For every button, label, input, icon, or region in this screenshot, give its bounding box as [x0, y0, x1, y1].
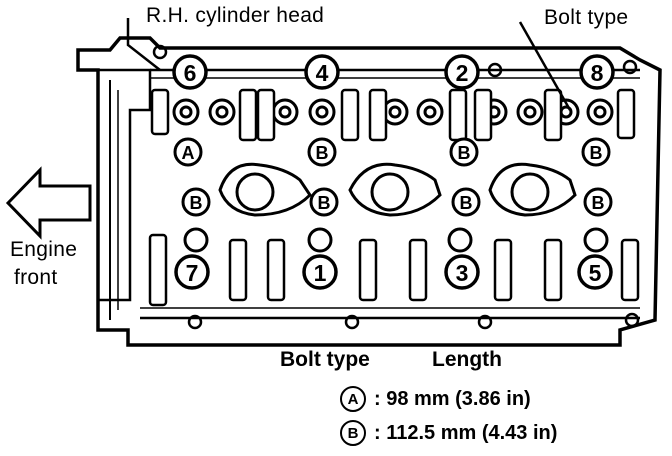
cylinder-head-outline	[76, 36, 662, 347]
lower-valve-row	[183, 227, 609, 253]
upper-valve-row	[172, 98, 614, 126]
legend-row-a-text: : 98 mm (3.86 in)	[374, 387, 531, 410]
upper-rocker-bars	[150, 88, 636, 142]
bolt-type-b-badge: B	[340, 420, 366, 446]
bolt-type-label: B	[318, 193, 331, 213]
bolt-type-label: B	[592, 193, 605, 213]
legend-row-b: B : 112.5 mm (4.43 in)	[340, 420, 557, 446]
bolt-seq-4: 4	[316, 60, 329, 86]
bolt-seq-8: 8	[591, 60, 604, 86]
bolt-type-label: B	[460, 193, 473, 213]
legend-header-length: Length	[432, 348, 502, 371]
bolt-seq-2: 2	[456, 60, 469, 86]
bolt-type-label: B	[590, 143, 603, 163]
bolt-type-label: B	[190, 193, 203, 213]
cam-journal-caps	[218, 162, 577, 217]
bolt-type-circles	[173, 137, 613, 217]
engine-front-label-line2: front	[14, 266, 58, 289]
legend-header-bolt-type: Bolt type	[280, 348, 370, 371]
bolt-type-label: A	[182, 143, 195, 163]
legend-row-b-text: : 112.5 mm (4.43 in)	[374, 421, 558, 444]
bolt-type-a-badge: A	[340, 386, 366, 412]
bolt-seq-1: 1	[314, 260, 327, 286]
bolt-seq-6: 6	[184, 60, 197, 86]
bolt-type-label: B	[458, 143, 471, 163]
bolt-seq-3: 3	[456, 260, 469, 286]
bolt-type-label: B	[316, 143, 329, 163]
engine-front-label-line1: Engine	[10, 238, 78, 261]
bolt-seq-7: 7	[186, 260, 199, 286]
bolt-seq-5: 5	[589, 260, 602, 286]
sequence-circles	[172, 54, 615, 290]
engine-front-arrow	[5, 166, 92, 240]
rh-cylinder-head-leader	[126, 18, 161, 71]
mounting-holes	[152, 44, 640, 330]
legend-row-a: A : 98 mm (3.86 in)	[340, 386, 531, 412]
rh-cylinder-head-label: R.H. cylinder head	[146, 4, 325, 27]
bolt-type-leader	[518, 21, 572, 111]
lower-rocker-bars	[148, 233, 640, 307]
bolt-type-callout: Bolt type	[544, 6, 629, 29]
